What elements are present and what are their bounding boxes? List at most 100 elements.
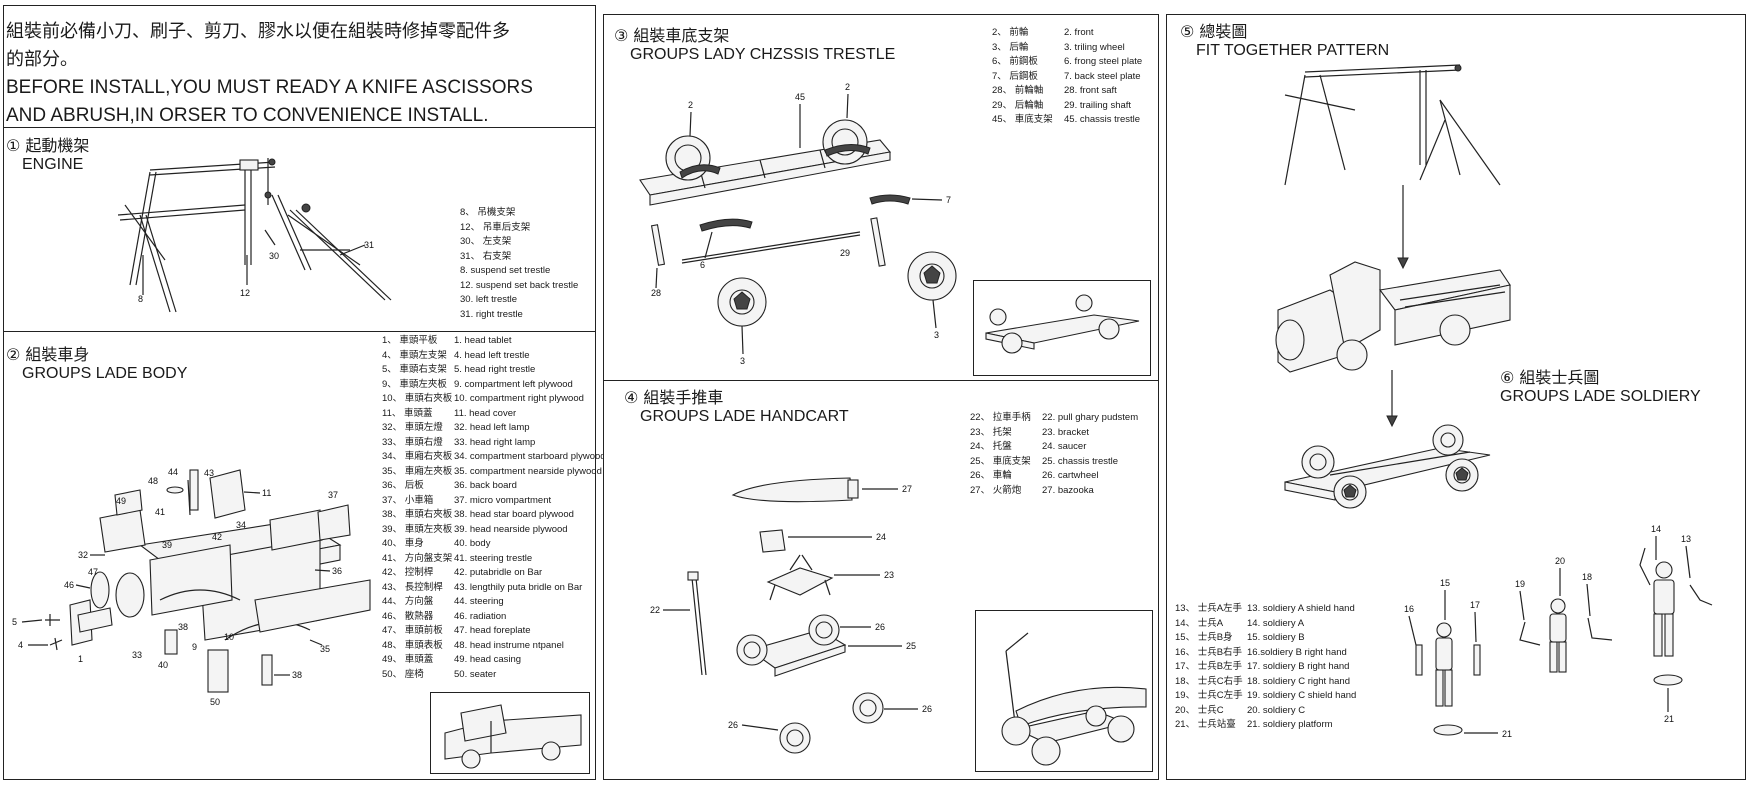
engine-legend-en-0: 8. suspend set trestle bbox=[460, 265, 551, 276]
body-part-38-b: 38 bbox=[292, 670, 302, 680]
handcart-callouts: 27 24 23 22 26 25 26 26 bbox=[650, 484, 932, 731]
section-fit-cn: ⑤ 總裝圖 bbox=[1180, 22, 1248, 41]
engine-legend-cn-0: 8、 吊機支架 bbox=[460, 207, 516, 218]
section-chassis-cn: ③ 組裝車底支架 bbox=[614, 26, 730, 45]
body-callouts: 1 4 5 9 10 11 32 33 34 35 36 37 38 38 39… bbox=[12, 467, 342, 707]
engine-legend-en-1: 12. suspend set back trestle bbox=[460, 279, 579, 291]
body-part-36: 36 bbox=[332, 566, 342, 576]
soldiery-callouts: 14 13 15 16 17 20 19 18 21 21 bbox=[1404, 524, 1691, 739]
handcart-part-23: 23 bbox=[884, 570, 894, 580]
soldier-a-drawing bbox=[1639, 547, 1713, 686]
body-part-4: 4 bbox=[18, 640, 23, 650]
section-body-en: GROUPS LADE BODY bbox=[22, 365, 188, 382]
chassis-diagram: 2 2 45 7 6 29 28 3 3 bbox=[639, 82, 957, 366]
body-part-41: 41 bbox=[155, 507, 165, 517]
body-part-47: 47 bbox=[88, 567, 98, 577]
body-part-40: 40 bbox=[158, 660, 168, 670]
body-exploded-drawing bbox=[45, 469, 371, 693]
body-part-49: 49 bbox=[116, 496, 126, 506]
handcart-assembled-inset bbox=[975, 610, 1153, 772]
intro-instructions: 組裝前必備小刀、刷子、剪刀、膠水以便在組裝時修掉零配件多 的部分。 BEFORE… bbox=[6, 18, 596, 130]
body-part-46: 46 bbox=[64, 580, 74, 590]
body-part-33: 33 bbox=[132, 650, 142, 660]
body-part-32: 32 bbox=[78, 550, 88, 560]
section-soldiery-title: ⑥ 組裝士兵圖 GROUPS LADE SOLDIERY bbox=[1500, 368, 1701, 406]
section-body-cn: ② 組裝車身 bbox=[6, 345, 90, 364]
chassis-part-29: 29 bbox=[840, 248, 850, 258]
body-diagram: 1 4 5 9 10 11 32 33 34 35 36 37 38 38 39… bbox=[12, 467, 371, 707]
engine-part-8: 8 bbox=[138, 294, 143, 304]
body-inset-drawing bbox=[444, 704, 582, 769]
body-part-9: 9 bbox=[192, 642, 197, 652]
divider-engine bbox=[3, 331, 596, 332]
intro-cn-line1: 組裝前必備小刀、刷子、剪刀、膠水以便在組裝時修掉零配件多 bbox=[6, 21, 510, 42]
section-handcart-title: ④ 組裝手推車 GROUPS LADE HANDCART bbox=[624, 388, 849, 426]
fit-chassis-drawing bbox=[1284, 424, 1491, 509]
body-part-43: 43 bbox=[204, 468, 214, 478]
chassis-assembled-inset bbox=[973, 280, 1151, 376]
soldiery-part-15: 15 bbox=[1440, 578, 1450, 588]
section-fit-en: FIT TOGETHER PATTERN bbox=[1196, 42, 1390, 59]
engine-callouts: 8 12 30 31 bbox=[138, 229, 374, 304]
chassis-part-7: 7 bbox=[946, 195, 951, 205]
engine-part-30: 30 bbox=[269, 251, 279, 261]
handcart-part-22: 22 bbox=[650, 605, 660, 615]
soldiery-part-21-b: 21 bbox=[1664, 714, 1674, 724]
body-part-34: 34 bbox=[236, 520, 246, 530]
engine-part-12: 12 bbox=[240, 288, 250, 298]
body-part-35: 35 bbox=[320, 644, 330, 654]
soldiery-part-16: 16 bbox=[1404, 604, 1414, 614]
intro-en-line1: BEFORE INSTALL,YOU MUST READY A KNIFE AS… bbox=[6, 77, 533, 98]
soldiery-part-21: 21 bbox=[1502, 729, 1512, 739]
engine-diagram: 8 12 30 31 bbox=[117, 158, 392, 313]
section-body-title: ② 組裝車身 GROUPS LADE BODY bbox=[6, 345, 187, 383]
handcart-part-26-c: 26 bbox=[728, 720, 738, 730]
engine-legend-en-3: 31. right trestle bbox=[460, 308, 523, 320]
body-part-42: 42 bbox=[212, 532, 222, 542]
soldiery-part-19: 19 bbox=[1515, 579, 1525, 589]
chassis-part-3-b: 3 bbox=[934, 330, 939, 340]
handcart-inset-drawing bbox=[1001, 632, 1147, 766]
chassis-part-45: 45 bbox=[795, 92, 805, 102]
body-part-11: 11 bbox=[262, 488, 271, 498]
body-part-37: 37 bbox=[328, 490, 338, 500]
section-engine-en: ENGINE bbox=[22, 156, 84, 173]
body-assembled-inset bbox=[430, 692, 590, 774]
soldiery-part-18: 18 bbox=[1582, 572, 1592, 582]
handcart-part-24: 24 bbox=[876, 532, 886, 542]
intro-en-line2: AND ABRUSH,IN ORSER TO CONVENIENCE INSTA… bbox=[6, 105, 489, 126]
soldier-c-drawing bbox=[1519, 598, 1613, 673]
section-soldiery-cn: ⑥ 組裝士兵圖 bbox=[1500, 368, 1600, 387]
section-fit-title: ⑤ 總裝圖 FIT TOGETHER PATTERN bbox=[1180, 22, 1389, 60]
body-part-44: 44 bbox=[168, 467, 178, 477]
